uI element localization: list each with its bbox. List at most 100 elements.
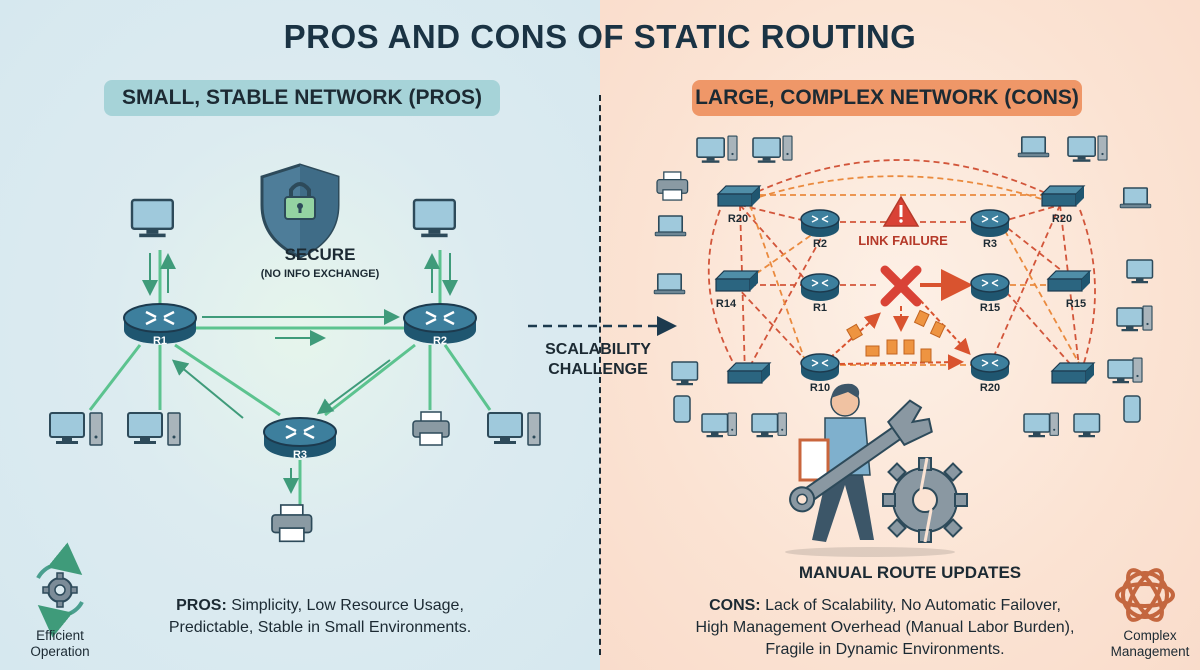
computer-icon xyxy=(1126,259,1154,284)
computer-icon xyxy=(1107,359,1135,384)
pros-flow-arrows xyxy=(142,253,458,494)
svg-text:R20: R20 xyxy=(980,382,1000,394)
efficient-line1: Efficient xyxy=(36,628,84,643)
tower-icon xyxy=(1097,135,1108,161)
cons-summary: CONS: Lack of Scalability, No Automatic … xyxy=(660,595,1110,661)
manual-route-updates-label: MANUAL ROUTE UPDATES xyxy=(798,563,1022,582)
link-failure-label: LINK FAILURE xyxy=(858,233,948,248)
laptop-icon xyxy=(1119,187,1152,209)
router-r2-cons: R2 xyxy=(800,209,840,250)
tower-icon xyxy=(1049,412,1059,436)
efficient-operation-label: Efficient Operation xyxy=(12,628,108,660)
complex-management-label: Complex Management xyxy=(1102,628,1198,660)
computer-icon xyxy=(1067,136,1096,163)
router-r3: R3 xyxy=(262,416,338,461)
printer-icon xyxy=(412,411,450,446)
page-title: PROS AND CONS OF STATIC ROUTING xyxy=(283,18,917,55)
computer-icon xyxy=(751,413,779,438)
warning-icon xyxy=(882,195,920,227)
efficient-operation-icon xyxy=(36,542,84,638)
cons-summary-line2: High Management Overhead (Manual Labor B… xyxy=(695,619,1075,636)
tower-icon xyxy=(527,412,541,446)
computer-icon xyxy=(130,198,175,239)
packet-icons xyxy=(846,309,946,363)
switch-bottomright xyxy=(1051,362,1095,384)
svg-text:R1: R1 xyxy=(813,302,827,314)
svg-text:R15: R15 xyxy=(1066,298,1086,310)
shield-lock-icon xyxy=(260,163,340,259)
phone-icon xyxy=(1123,395,1141,423)
svg-text:R2: R2 xyxy=(433,335,447,347)
computer-icon xyxy=(49,412,85,445)
pros-header: SMALL, STABLE NETWORK (PROS) xyxy=(104,80,500,116)
router-r20-cons: R20 xyxy=(970,353,1010,394)
svg-text:R14: R14 xyxy=(716,298,737,310)
secure-label: SECURE xyxy=(284,245,356,264)
tower-icon xyxy=(167,412,181,446)
complex-management-knot-icon xyxy=(1115,568,1175,622)
laptop-icon xyxy=(1017,136,1050,158)
computer-icon xyxy=(1073,413,1101,438)
computer-icon xyxy=(487,412,523,445)
tower-icon xyxy=(727,412,737,436)
tower-icon xyxy=(782,135,793,161)
cons-summary-bold: CONS: xyxy=(709,597,761,614)
computer-icon xyxy=(127,412,163,445)
router-r1: R1 xyxy=(122,302,198,347)
technician-illustration xyxy=(785,383,968,557)
pros-summary-line2: Predictable, Stable in Small Environment… xyxy=(168,619,472,636)
svg-text:R15: R15 xyxy=(980,302,1000,314)
tower-icon xyxy=(777,412,787,436)
link-failure-x-icon xyxy=(880,265,922,307)
router-r10-cons: R10 xyxy=(800,353,840,394)
computer-icon xyxy=(696,137,726,164)
efficient-line2: Operation xyxy=(30,644,90,659)
printer-icon xyxy=(271,504,313,543)
complex-line1: Complex xyxy=(1123,628,1177,643)
svg-text:R20: R20 xyxy=(1052,213,1072,225)
secure-sublabel: (NO INFO EXCHANGE) xyxy=(260,268,380,280)
svg-text:R2: R2 xyxy=(813,238,827,250)
computer-icon xyxy=(1116,307,1144,332)
svg-text:R20: R20 xyxy=(728,213,748,225)
tower-icon xyxy=(1132,357,1143,383)
tower-icon xyxy=(89,412,103,446)
printer-icon xyxy=(656,171,689,201)
cons-summary-line3: Fragile in Dynamic Environments. xyxy=(765,641,1005,658)
complex-line2: Management xyxy=(1110,644,1190,659)
svg-text:R1: R1 xyxy=(153,335,167,347)
scalability-line1: SCALABILITY xyxy=(545,341,651,358)
computer-icon xyxy=(1023,413,1051,438)
cons-header: LARGE, COMPLEX NETWORK (CONS) xyxy=(692,80,1082,116)
router-r15-cons: R15 xyxy=(970,273,1010,314)
switch-r15: R15 xyxy=(1047,270,1091,310)
switch-r20-topleft: R20 xyxy=(717,185,761,225)
cons-mesh-links xyxy=(707,159,1096,376)
pros-summary-line1: Simplicity, Low Resource Usage, xyxy=(226,597,464,614)
router-r3-cons: R3 xyxy=(970,209,1010,250)
phone-icon xyxy=(673,395,691,423)
tower-icon xyxy=(1142,305,1153,331)
svg-text:R10: R10 xyxy=(810,382,830,394)
router-r1-cons: R1 xyxy=(800,273,840,314)
computer-icon xyxy=(412,198,456,239)
switch-r20-topright: R20 xyxy=(1041,185,1085,225)
panel-divider xyxy=(599,95,601,655)
computer-icon xyxy=(752,137,782,164)
pros-summary: PROS: Simplicity, Low Resource Usage, Pr… xyxy=(130,595,510,639)
cons-summary-line1: Lack of Scalability, No Automatic Failov… xyxy=(760,597,1061,614)
router-r2: R2 xyxy=(402,302,478,347)
svg-text:R3: R3 xyxy=(983,238,997,250)
laptop-icon xyxy=(654,215,687,237)
pros-links xyxy=(88,250,492,505)
switch-bottomleft xyxy=(727,362,771,384)
computer-icon xyxy=(701,413,729,438)
scalability-line2: CHALLENGE xyxy=(548,361,648,378)
pros-summary-bold: PROS: xyxy=(176,597,227,614)
tower-icon xyxy=(727,135,738,161)
svg-text:R3: R3 xyxy=(293,449,307,461)
laptop-icon xyxy=(653,273,686,295)
scalability-label: SCALABILITY CHALLENGE xyxy=(528,340,668,380)
computer-icon xyxy=(671,361,699,386)
